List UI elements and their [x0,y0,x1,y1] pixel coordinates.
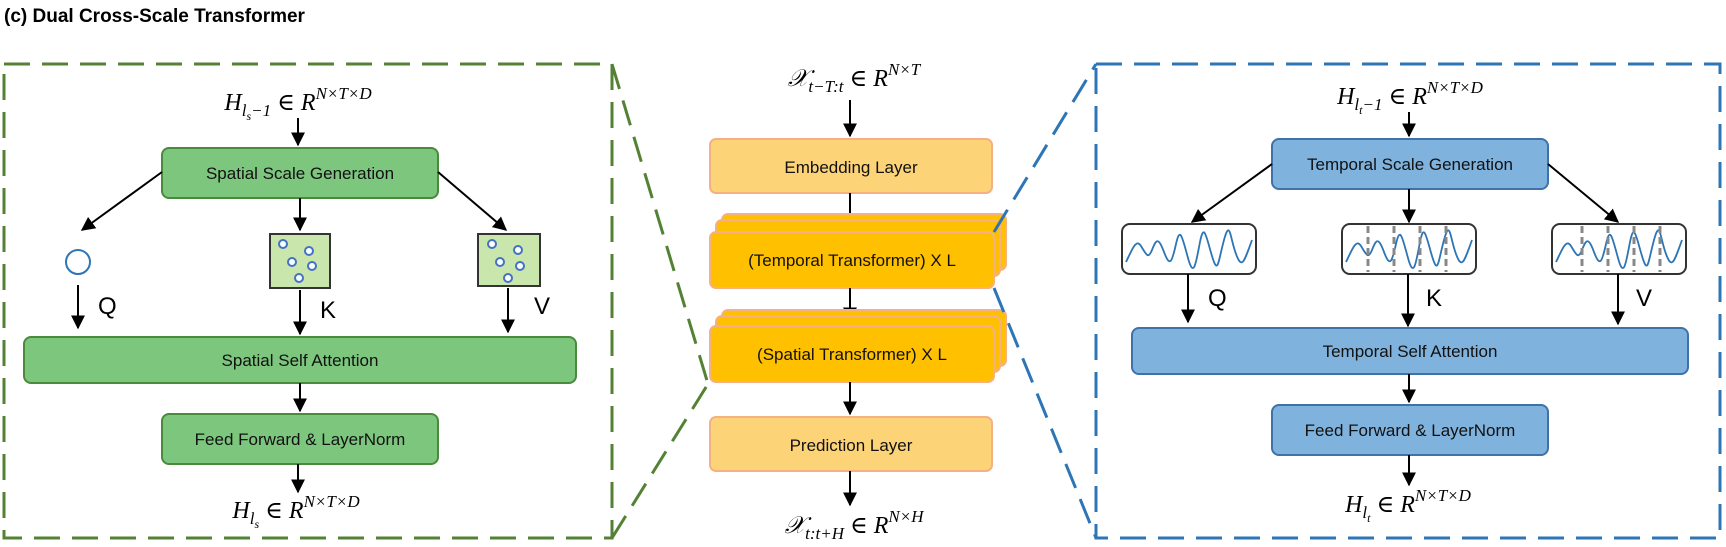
center-pipeline: 𝒳t−T:t ∈ RN×T Embedding Layer (Temporal … [709,60,1007,543]
spatial-panel-border [2,62,614,540]
temporal-v-label: V [1636,285,1652,312]
spatial-k-node [269,233,331,289]
spatial-q-node [65,249,91,275]
temporal-q-label: Q [1208,285,1227,312]
spatial-ffn-label: Feed Forward & LayerNorm [195,430,406,449]
temporal-branch-q-arrow [1190,163,1273,223]
spatial-v-label: V [534,293,550,320]
figure-title: (c) Dual Cross-Scale Transformer [4,6,306,27]
temporal-branch-v-arrow [1547,163,1620,223]
prediction-layer-box: Prediction Layer [709,416,993,472]
embedding-layer-box: Embedding Layer [709,138,993,194]
spatial-input-label: Hls−1 ∈ RN×T×D [223,84,372,123]
temporal-panel-border [1094,62,1722,540]
temporal-self-attention-label: Temporal Self Attention [1323,342,1498,361]
center-input-label: 𝒳t−T:t ∈ RN×T [788,60,922,96]
temporal-v-waveform [1551,223,1687,275]
temporal-output-label: Hlt ∈ RN×T×D [1344,486,1472,525]
spatial-zoom-line-bottom [610,383,710,539]
temporal-zoom-line-bottom [992,287,1098,539]
prediction-layer-label: Prediction Layer [790,436,913,455]
spatial-branch-v-arrow [437,171,508,231]
temporal-panel: Hlt−1 ∈ RN×T×D Temporal Scale Generation [1094,62,1722,540]
spatial-transformer-label: (Spatial Transformer) X L [757,345,947,364]
temporal-scale-generation-box: Temporal Scale Generation [1271,138,1549,190]
embedding-layer-label: Embedding Layer [784,158,918,177]
spatial-transformer-stack: (Spatial Transformer) X L [709,309,1007,383]
temporal-self-attention-box: Temporal Self Attention [1131,327,1689,375]
temporal-k-label: K [1426,285,1442,312]
spatial-self-attention-box: Spatial Self Attention [23,336,577,384]
temporal-input-label: Hlt−1 ∈ RN×T×D [1336,78,1484,117]
temporal-transformer-stack: (Temporal Transformer) X L [709,213,1007,289]
spatial-scale-generation-box: Spatial Scale Generation [161,147,439,199]
spatial-scale-generation-label: Spatial Scale Generation [206,164,394,183]
spatial-self-attention-label: Spatial Self Attention [222,351,379,370]
spatial-panel: Hls−1 ∈ RN×T×D Spatial Scale Generation [2,62,614,540]
spatial-q-label: Q [98,293,117,320]
temporal-ffn-label: Feed Forward & LayerNorm [1305,421,1516,440]
temporal-ffn-box: Feed Forward & LayerNorm [1271,404,1549,456]
spatial-ffn-box: Feed Forward & LayerNorm [161,413,439,465]
spatial-k-label: K [320,297,336,324]
spatial-v-node [477,233,541,287]
spatial-branch-q-arrow [80,171,163,231]
temporal-transformer-label: (Temporal Transformer) X L [748,251,956,270]
spatial-output-label: Hls ∈ RN×T×D [231,492,360,531]
temporal-k-waveform [1341,223,1477,275]
center-output-label: 𝒳t:t+H ∈ RN×H [784,507,925,543]
temporal-zoom-line-top [992,63,1098,233]
temporal-scale-generation-label: Temporal Scale Generation [1307,155,1513,174]
spatial-zoom-line-top [610,63,710,385]
temporal-q-waveform [1121,223,1257,275]
